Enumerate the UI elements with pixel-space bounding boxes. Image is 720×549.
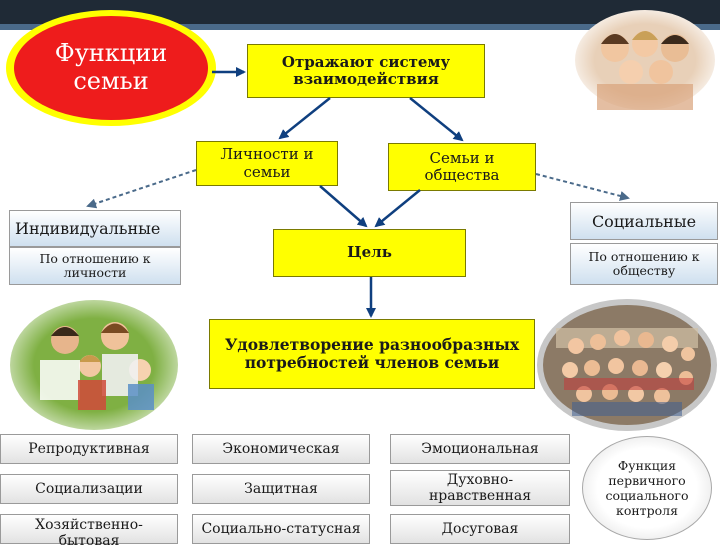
society-box: Семьи и общества [388, 143, 536, 191]
goal-text: Цель [347, 243, 392, 261]
individual-sub-box: По отношению к личности [9, 247, 181, 285]
arrow-reflect-to-personality [278, 97, 331, 140]
individual-sub-text: По отношению к личности [39, 250, 151, 280]
func-leisure-text: Досуговая [441, 520, 519, 537]
individual-text: Индивидуальные [15, 219, 161, 238]
func-leisure: Досуговая [390, 514, 570, 544]
top-bar-accent [0, 24, 720, 30]
individual-box: Индивидуальные [9, 210, 181, 247]
func-emotional-text: Эмоциональная [421, 440, 539, 457]
social-control-oval: Функция первичного социального контроля [582, 436, 712, 540]
func-social-status-text: Социально-статусная [201, 520, 361, 537]
func-social-status: Социально-статусная [192, 514, 370, 544]
func-reproductive: Репродуктивная [0, 434, 178, 464]
func-protective-text: Защитная [244, 480, 318, 497]
personality-text: Личности и семьи [220, 145, 314, 181]
arrow-personality-to-goal [319, 185, 368, 228]
social-control-text: Функция первичного социального контроля [605, 458, 689, 518]
title-text: Функции семьи [54, 39, 168, 95]
title-oval: Функции семьи [14, 16, 208, 120]
func-spiritual: Духовно-нравственная [390, 470, 570, 506]
reflect-text: Отражают систему взаимодействия [281, 52, 451, 88]
func-household: Хозяйственно-бытовая [0, 514, 178, 549]
arrow-personality-to-individual [86, 169, 197, 209]
func-socialization: Социализации [0, 474, 178, 504]
func-economic-text: Экономическая [222, 440, 340, 457]
family-photo-left [10, 300, 178, 430]
reflect-box: Отражают систему взаимодействия [247, 44, 485, 98]
family-photo-top [575, 10, 715, 110]
social-text: Социальные [591, 211, 697, 231]
satisfaction-box: Удовлетворение разнообразных потребносте… [209, 319, 535, 389]
func-reproductive-text: Репродуктивная [28, 440, 150, 457]
social-box: Социальные [570, 202, 718, 240]
society-text: Семьи и общества [424, 148, 500, 184]
social-sub-text: По отношению к обществу [588, 248, 700, 278]
personality-box: Личности и семьи [196, 141, 338, 186]
goal-box: Цель [273, 229, 466, 277]
satisfaction-text: Удовлетворение разнообразных потребносте… [224, 335, 520, 372]
social-sub-box: По отношению к обществу [570, 243, 718, 285]
family-photo-right [536, 298, 718, 432]
func-socialization-text: Социализации [35, 480, 143, 497]
arrow-society-to-goal [374, 189, 421, 228]
func-protective: Защитная [192, 474, 370, 504]
arrow-reflect-to-society [409, 97, 464, 142]
func-economic: Экономическая [192, 434, 370, 464]
func-emotional: Эмоциональная [390, 434, 570, 464]
arrow-society-to-social [535, 173, 630, 201]
func-spiritual-text: Духовно-нравственная [428, 471, 532, 504]
